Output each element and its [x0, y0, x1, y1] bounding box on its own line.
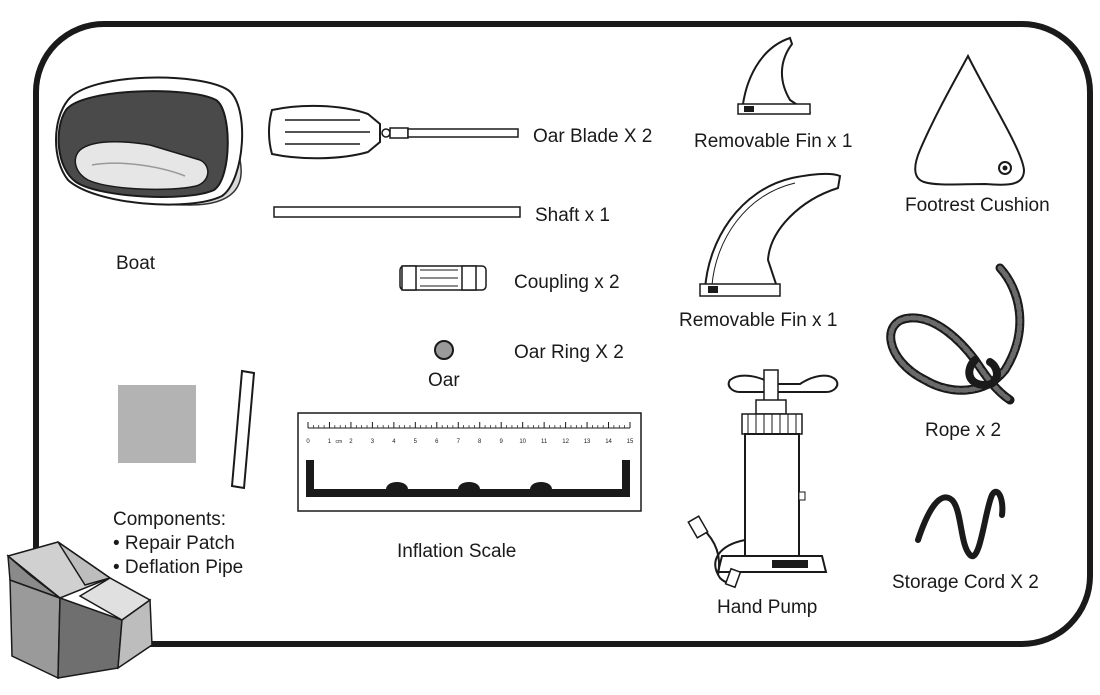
label-footrest-cushion: Footrest Cushion [905, 195, 1050, 216]
label-storage-cord: Storage Cord X 2 [892, 572, 1039, 593]
scale-tick-label: 7 [457, 439, 461, 445]
rope-illustration [886, 263, 1025, 405]
component-repair-patch: • Repair Patch [113, 533, 235, 554]
label-hand-pump: Hand Pump [717, 597, 818, 618]
scale-tick-label: 2 [349, 439, 353, 445]
oar-blade-illustration [268, 104, 519, 160]
scale-tick-label: 1 [328, 439, 332, 445]
repair-patch-illustration [118, 385, 196, 463]
label-oar-blade: Oar Blade X 2 [533, 126, 653, 147]
label-rope: Rope x 2 [925, 420, 1002, 441]
label-removable-fin-2: Removable Fin x 1 [679, 310, 838, 331]
deflation-pipe-illustration [230, 369, 256, 490]
label-removable-fin-1: Removable Fin x 1 [694, 131, 853, 152]
label-oar-ring: Oar Ring X 2 [514, 342, 624, 363]
label-coupling: Coupling x 2 [514, 272, 620, 293]
scale-tick-label: 3 [371, 439, 375, 445]
removable-fin-large-illustration [699, 172, 842, 297]
components-list: Components: • Repair Patch • Deflation P… [113, 508, 243, 580]
scale-tick-label: 5 [414, 439, 418, 445]
label-oar: Oar [428, 370, 460, 391]
scale-tick-label: 12 [562, 439, 569, 445]
scale-tick-label: 0 [306, 439, 310, 445]
scale-tick-label: 13 [584, 439, 591, 445]
scale-tick-label: 11 [541, 439, 548, 445]
coupling-illustration [399, 265, 487, 291]
scale-tick-label: 6 [435, 439, 439, 445]
scale-tick-label: 14 [605, 439, 612, 445]
scale-unit-label: cm [335, 439, 342, 445]
scale-tick-label: 10 [519, 439, 526, 445]
shaft-illustration [273, 206, 521, 218]
scale-tick-label: 4 [392, 439, 396, 445]
removable-fin-small-illustration [737, 36, 812, 115]
components-title: Components: [113, 509, 227, 530]
component-deflation-pipe: • Deflation Pipe [113, 557, 244, 578]
hand-pump-illustration [687, 369, 839, 589]
storage-cord-illustration [915, 488, 1006, 560]
frame-border [33, 21, 1093, 647]
label-inflation-scale: Inflation Scale [397, 541, 517, 562]
scale-tick-label: 9 [500, 439, 504, 445]
label-shaft: Shaft x 1 [535, 205, 610, 226]
scale-tick-label: 15 [627, 439, 634, 445]
scale-tick-label: 8 [478, 439, 482, 445]
label-boat: Boat [116, 253, 156, 274]
oar-ring-illustration [434, 340, 454, 360]
box-illustration [6, 541, 153, 680]
footrest-cushion-illustration [914, 53, 1026, 186]
boat-illustration [55, 76, 244, 206]
